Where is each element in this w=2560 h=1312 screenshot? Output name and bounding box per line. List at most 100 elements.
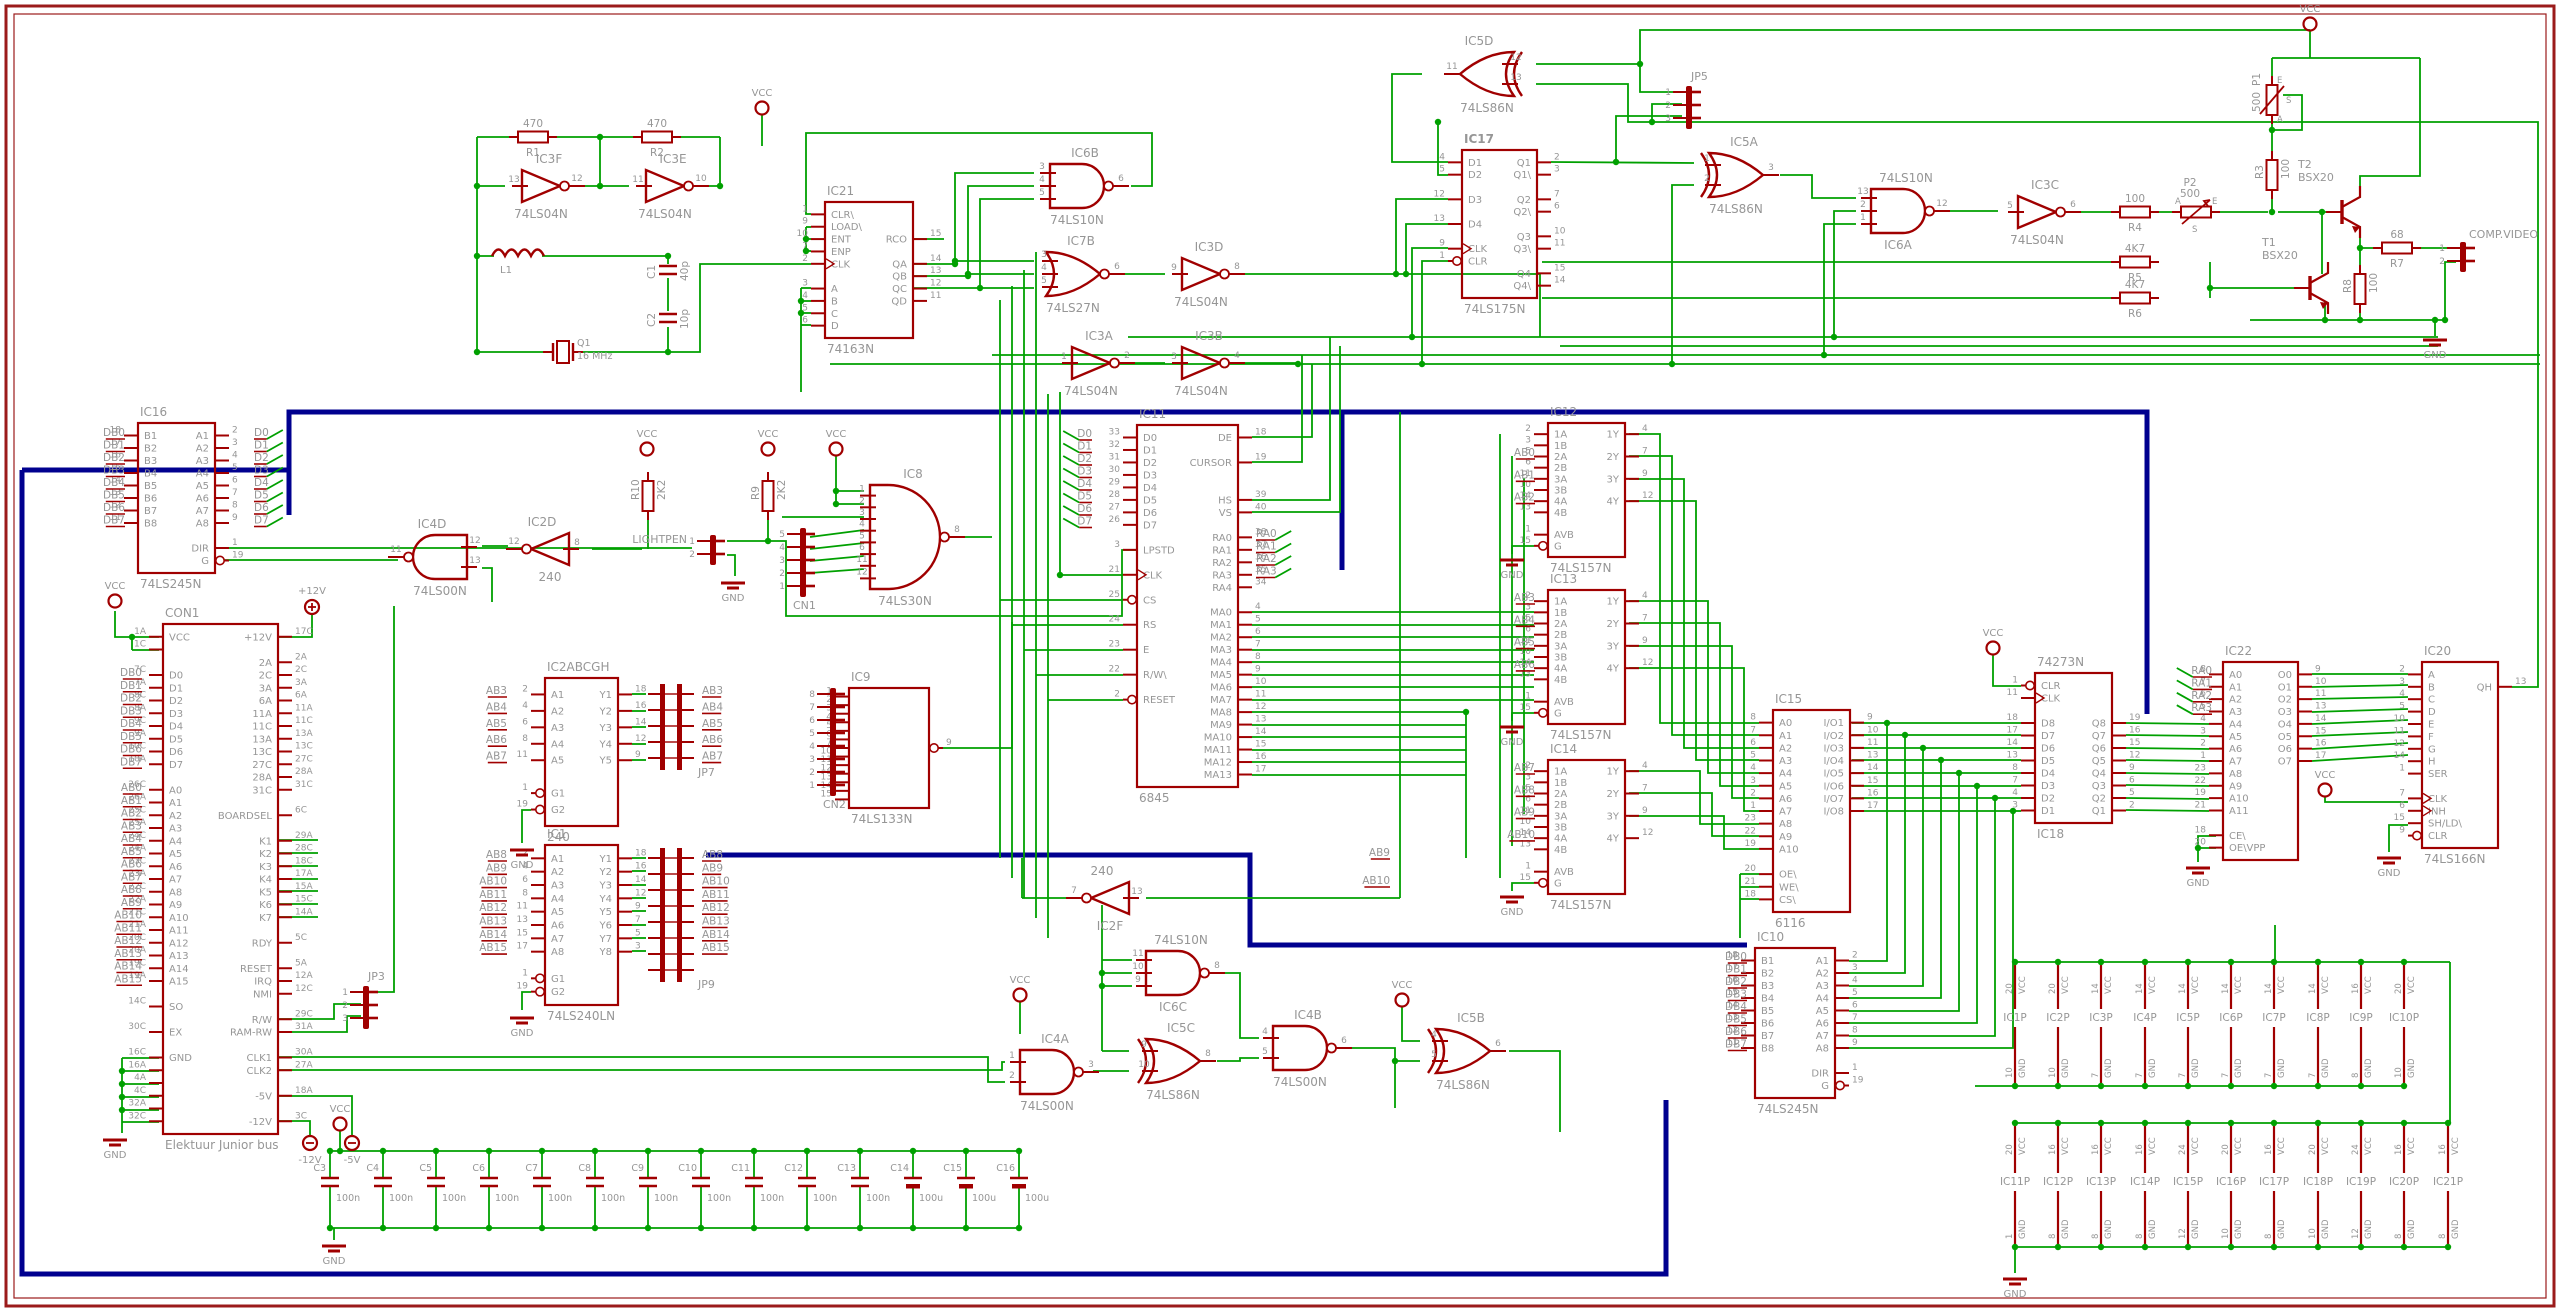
label: AB15 [702,942,730,954]
label: DB3 [1725,989,1747,1001]
label: 4 [2200,714,2206,724]
label: VCC [1010,975,1031,986]
label: 11 [1446,62,1457,72]
label: D2 [1077,453,1092,465]
gnd-symbol: GND [1500,895,1524,918]
part-value: 74LS30N [878,594,932,608]
label: 1 [342,988,348,998]
wire [521,809,531,843]
label: A6 [551,921,564,932]
label: 21C [128,907,146,917]
wire [521,991,531,1010]
label: 4 [1852,976,1858,986]
label: Q6 [2092,744,2106,755]
designator: IC12 [1550,405,1577,419]
vcc-circle [2302,16,2318,32]
net-label-ab15: AB15 [702,942,730,955]
label: D0 [169,671,183,682]
label: DB5 [103,490,125,502]
label: BOARDSEL [218,811,273,822]
label: 6 [1525,458,1531,468]
label: 23A [128,869,146,879]
label: MA12 [1204,758,1232,769]
label: GND [323,1256,346,1267]
label: R1 [526,147,540,159]
label: 9 [232,513,238,523]
label: AB13 [114,948,142,960]
part-value: 240 [539,570,562,584]
wire [1395,198,1448,274]
label: D3 [254,465,269,477]
label: 27 [1109,502,1120,512]
label: 3 [1525,772,1531,782]
label: 4 [1431,1030,1437,1040]
vcc-circle [828,441,844,457]
label: ENT [831,235,852,246]
label: VCC [2364,976,2374,994]
label: INH [2428,806,2446,817]
label: 11C [295,716,313,726]
junction [379,1224,387,1232]
wire [1849,722,1888,962]
junction [2444,1119,2452,1127]
label: Q4\ [1513,281,1531,292]
label: Q1\ [1513,170,1531,181]
label: WE\ [1779,882,1799,893]
label: 5 [1255,615,1261,625]
label: QH [2477,682,2492,693]
comp-ic16: 18B117B216B315B414B513B612B711B82A13A24A… [110,405,244,591]
wire [1629,792,1759,837]
label: GND [2407,1219,2417,1239]
label: Q2 [2092,794,2106,805]
label: 100 [2368,273,2380,293]
label: GND [2424,350,2447,361]
label: C [831,309,838,320]
frame-outer [4,4,2556,1308]
label: Q3 [1517,232,1531,243]
bus-entry [1062,505,1080,516]
label: CLK1 [247,1053,272,1064]
junction [1955,769,1963,777]
designator: CON1 [165,606,199,620]
label: BSX20 [2262,249,2298,262]
label: A2 [2229,695,2242,706]
wire [2125,797,2210,800]
label: T1 [2261,236,2276,249]
label: D7 [1077,516,1092,528]
part-value: IC18 [2037,827,2064,841]
label: VCC [2234,1137,2244,1155]
part-value: 6116 [1775,916,1806,930]
label: 4 [826,712,832,722]
junction [2314,958,2322,966]
label: 22 [1745,826,1756,836]
label: RA4 [1212,583,1232,594]
label: CLK2 [247,1066,272,1077]
label: 2A [1554,619,1567,630]
label: 10 [1138,1060,1150,1070]
designator: IC20 [2424,644,2451,658]
comp-ic1: 2A14A26A38A411A513A615A717A81G119G218Y11… [517,827,647,1023]
label: H [2428,757,2436,768]
label: Q3\ [1513,244,1531,255]
junction [2097,1119,2105,1127]
label: DB6 [103,502,125,514]
label: 27A [295,1060,313,1070]
label: AB6 [702,734,723,746]
net-label-d4: D4 [1062,478,1092,491]
label: K1 [259,836,272,847]
junction [2054,958,2062,966]
label: VCC [2148,1137,2158,1155]
net-label-ab9: AB9 [121,897,142,910]
and-body [1048,162,1106,210]
cap-plate-pol [906,1184,920,1189]
label: 1 [1061,352,1067,362]
label: 9 [1642,806,1648,816]
p12-circle [303,598,321,616]
junction [596,133,604,141]
wiper-arrow [2259,85,2285,115]
label: B2 [144,444,157,455]
